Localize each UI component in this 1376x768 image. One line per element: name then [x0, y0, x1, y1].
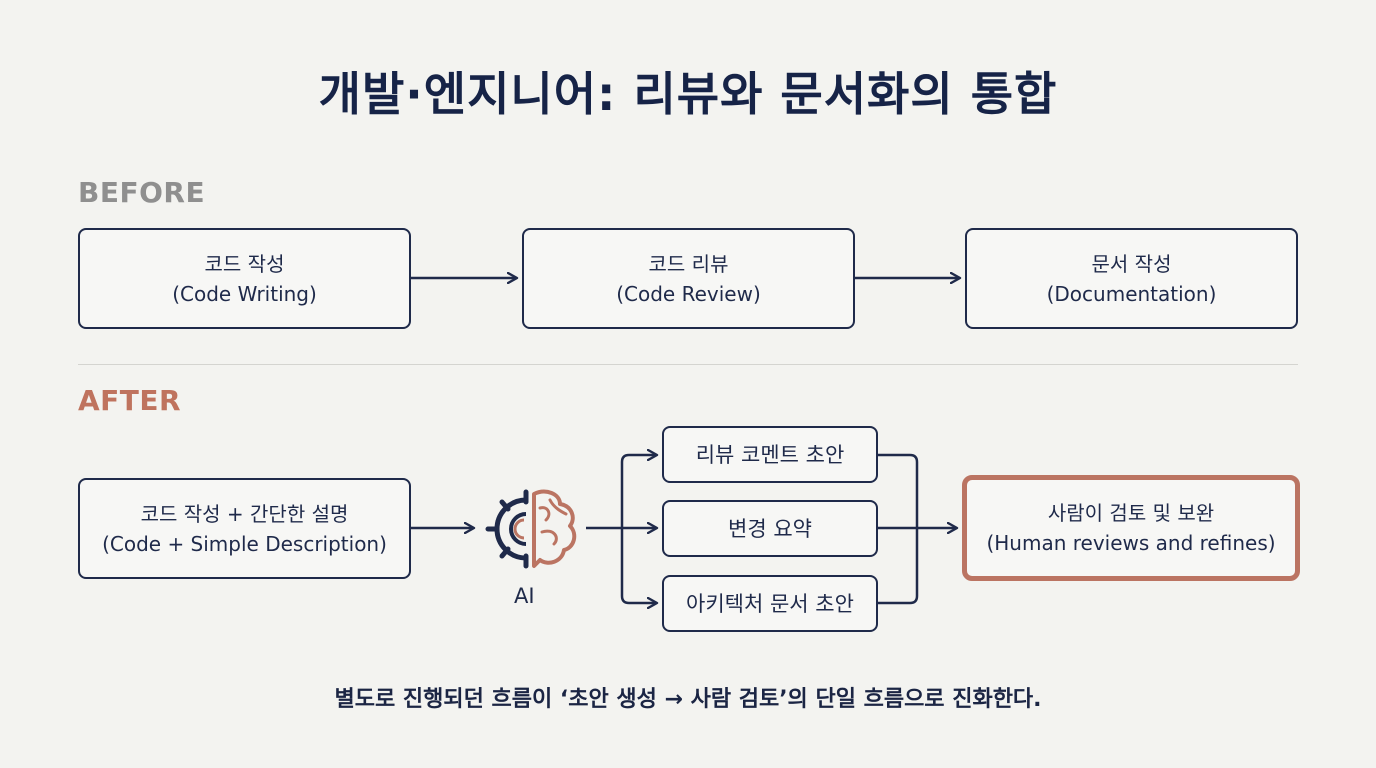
before-step-1-english: (Code Writing)	[172, 281, 317, 306]
after-input-english: (Code + Simple Description)	[102, 531, 387, 556]
before-step-2-korean: 코드 리뷰	[648, 251, 729, 276]
output-1-label: 리뷰 코멘트 초안	[695, 442, 845, 467]
before-step-code-writing: 코드 작성 (Code Writing)	[78, 228, 411, 329]
before-step-3-english: (Documentation)	[1046, 281, 1217, 306]
before-step-3-korean: 문서 작성	[1091, 251, 1172, 276]
before-label: BEFORE	[78, 176, 206, 209]
merge-from-output-3	[878, 528, 919, 605]
output-change-summary: 변경 요약	[662, 500, 878, 557]
output-3-label: 아키텍처 문서 초안	[686, 591, 854, 616]
page-title: 개발·엔지니어: 리뷰와 문서화의 통합	[318, 67, 1058, 121]
ai-label: AI	[514, 584, 535, 608]
before-step-documentation: 문서 작성 (Documentation)	[965, 228, 1298, 329]
human-review-english: (Human reviews and refines)	[986, 531, 1276, 555]
section-divider	[78, 364, 1298, 365]
after-input-korean: 코드 작성 + 간단한 설명	[140, 501, 349, 526]
before-step-2-english: (Code Review)	[616, 281, 761, 306]
human-review-korean: 사람이 검토 및 보완	[1047, 501, 1215, 525]
output-review-comment-draft: 리뷰 코멘트 초안	[662, 426, 878, 483]
branch-to-output-3	[620, 528, 657, 603]
output-architecture-doc-draft: 아키텍처 문서 초안	[662, 575, 878, 632]
after-label: AFTER	[78, 384, 182, 417]
human-review-box: 사람이 검토 및 보완 (Human reviews and refines)	[962, 475, 1300, 581]
output-2-label: 변경 요약	[728, 516, 812, 541]
before-step-1-korean: 코드 작성	[204, 251, 285, 276]
branch-to-output-1	[620, 455, 657, 528]
footer-caption: 별도로 진행되던 흐름이 ‘초안 생성 → 사람 검토’의 단일 흐름으로 진화…	[334, 687, 1042, 712]
after-input-box: 코드 작성 + 간단한 설명 (Code + Simple Descriptio…	[78, 478, 411, 579]
merge-from-output-1	[878, 453, 919, 528]
before-step-code-review: 코드 리뷰 (Code Review)	[522, 228, 855, 329]
gear-brain-icon	[485, 489, 577, 569]
